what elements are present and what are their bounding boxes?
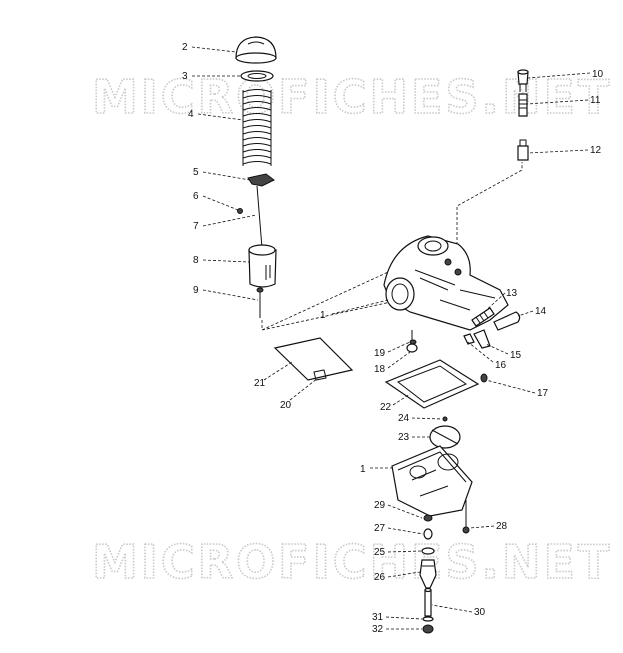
part-tube-30 <box>424 587 432 617</box>
part-spring <box>242 89 272 166</box>
part-washer-25 <box>421 547 435 555</box>
part-gasket <box>384 359 480 409</box>
part-cable-nut <box>517 139 529 161</box>
callout-1-upper: 1 <box>320 310 326 321</box>
callout-9: 9 <box>193 285 199 296</box>
callout-15: 15 <box>510 350 522 361</box>
part-jet-holder-26 <box>419 559 437 589</box>
part-spring-16 <box>463 333 475 345</box>
callout-22: 22 <box>380 402 392 413</box>
part-cable-adjuster <box>518 93 528 117</box>
callout-28: 28 <box>496 521 508 532</box>
part-oring-31 <box>422 616 434 622</box>
part-drain-screw-17 <box>480 373 488 383</box>
callout-13: 13 <box>506 288 518 299</box>
part-screw-14 <box>493 311 521 331</box>
part-jet-27 <box>423 528 433 540</box>
callout-25: 25 <box>374 547 386 558</box>
part-screw-28 <box>462 500 470 534</box>
part-needle <box>256 185 263 249</box>
part-float-bowl <box>391 445 473 517</box>
callout-2: 2 <box>182 42 188 53</box>
callout-26: 26 <box>374 572 386 583</box>
part-pin-24 <box>442 416 448 422</box>
callout-19: 19 <box>374 348 386 359</box>
callout-27: 27 <box>374 523 386 534</box>
part-pilot-screw <box>256 287 264 318</box>
part-cap <box>235 36 277 64</box>
leader-lines <box>191 46 591 630</box>
part-oring-19 <box>409 339 417 345</box>
callout-17: 17 <box>537 388 549 399</box>
callout-24: 24 <box>398 413 410 424</box>
part-pilot-jet-15 <box>473 329 491 349</box>
part-plate <box>273 337 354 381</box>
callout-7: 7 <box>193 221 199 232</box>
part-retainer <box>247 173 275 187</box>
part-clip <box>237 208 243 214</box>
callout-10: 10 <box>592 69 604 80</box>
callout-8: 8 <box>193 255 199 266</box>
part-slide <box>248 244 277 288</box>
callout-11: 11 <box>590 95 601 106</box>
callout-32: 32 <box>372 624 384 635</box>
part-cable-end <box>517 69 529 92</box>
callout-16: 16 <box>495 360 507 371</box>
part-idle-screw <box>471 307 495 327</box>
part-washer-29 <box>423 514 433 522</box>
part-carburetor-body <box>383 235 509 331</box>
callout-1-lower: 1 <box>360 464 366 475</box>
part-washer <box>240 70 274 82</box>
callout-29: 29 <box>374 500 386 511</box>
callout-21: 21 <box>254 378 266 389</box>
cable-routing <box>261 162 523 331</box>
callout-30: 30 <box>474 607 486 618</box>
callout-23: 23 <box>398 432 410 443</box>
callout-4: 4 <box>188 109 194 120</box>
callout-12: 12 <box>590 145 602 156</box>
callout-31: 31 <box>372 612 384 623</box>
callout-3: 3 <box>182 71 188 82</box>
callout-5: 5 <box>193 167 199 178</box>
watermark-bottom: MICROFICHES.NET <box>92 535 612 589</box>
callout-6: 6 <box>193 191 199 202</box>
watermark-top: MICROFICHES.NET <box>92 70 612 124</box>
part-float <box>429 425 461 449</box>
callout-18: 18 <box>374 364 386 375</box>
part-nut-32 <box>422 624 434 634</box>
callout-20: 20 <box>280 400 292 411</box>
callout-14: 14 <box>535 306 547 317</box>
